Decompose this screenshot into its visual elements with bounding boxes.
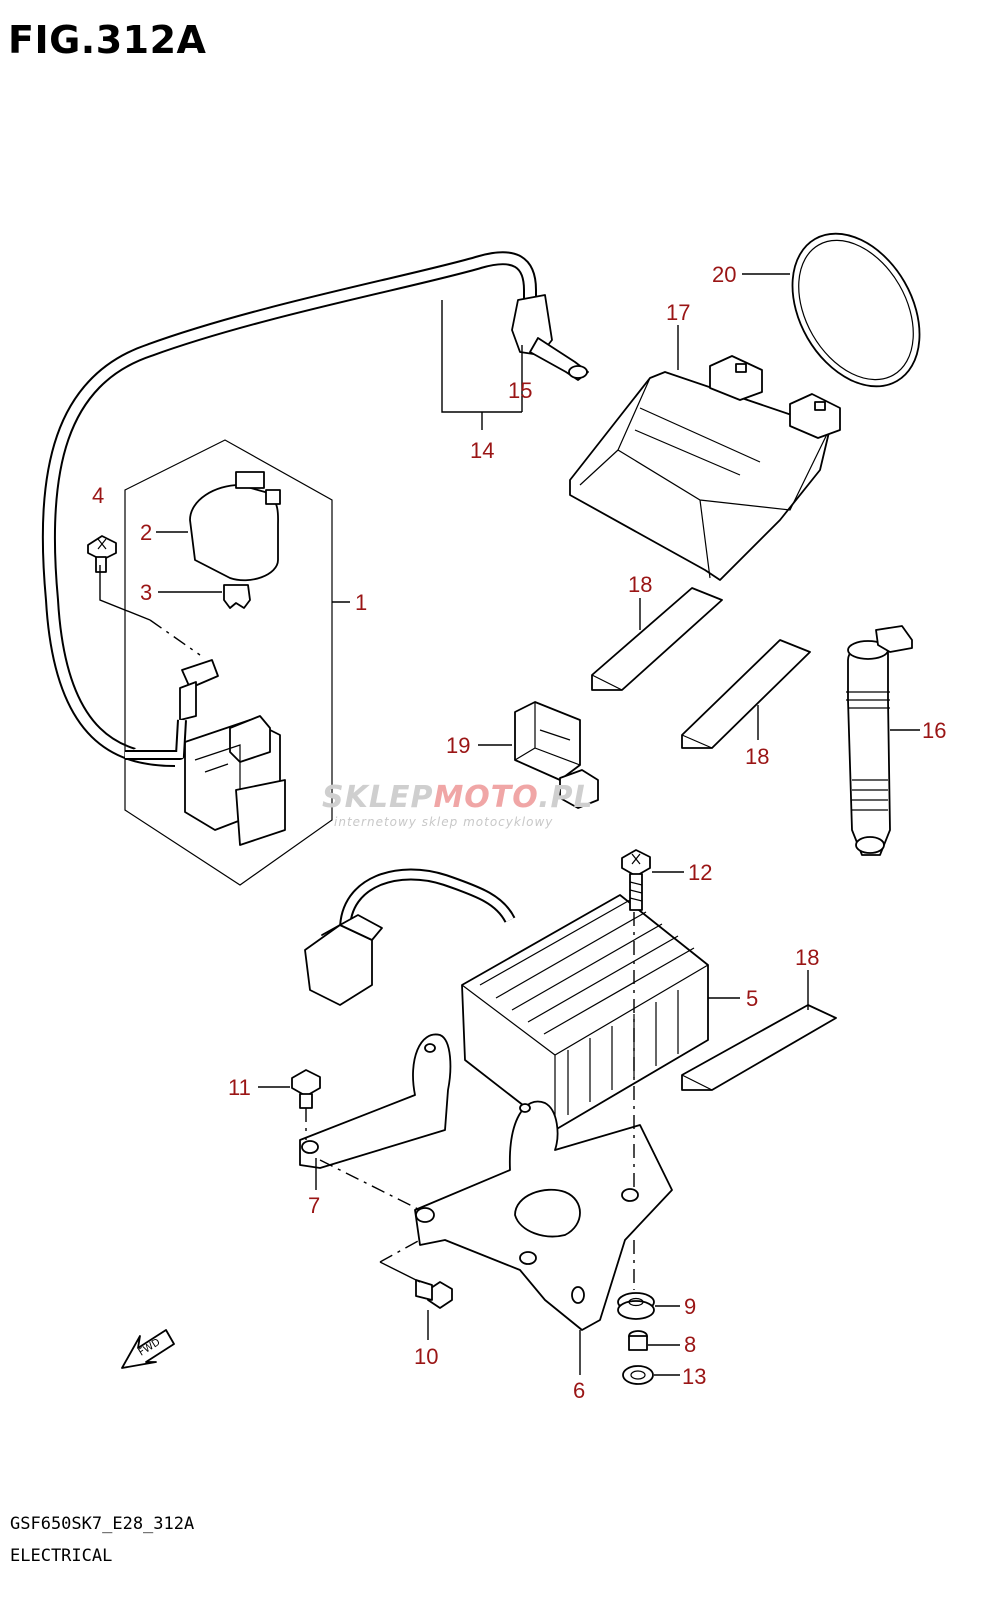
starter-relay-assembly bbox=[87, 439, 333, 886]
callout-14: 14 bbox=[470, 438, 494, 463]
callout-18a: 18 bbox=[628, 572, 652, 597]
mounting-brackets bbox=[299, 1033, 673, 1331]
callout-10: 10 bbox=[414, 1344, 438, 1369]
ecm-unit bbox=[569, 355, 841, 581]
connector bbox=[514, 701, 599, 809]
callout-17: 17 bbox=[666, 300, 690, 325]
callout-20: 20 bbox=[712, 262, 736, 287]
grommet-collar-nut bbox=[617, 1292, 655, 1385]
callout-18b: 18 bbox=[745, 744, 769, 769]
cushion-pads bbox=[591, 587, 837, 1091]
callout-6: 6 bbox=[573, 1378, 585, 1403]
callout-19: 19 bbox=[446, 733, 470, 758]
battery-cable bbox=[41, 251, 589, 767]
callout-18c: 18 bbox=[795, 945, 819, 970]
callout-9: 9 bbox=[684, 1294, 696, 1319]
bolt-11 bbox=[291, 1069, 321, 1109]
fwd-arrow: FWD bbox=[121, 1329, 175, 1369]
o-ring bbox=[791, 232, 921, 388]
callout-5: 5 bbox=[746, 986, 758, 1011]
callout-2: 2 bbox=[140, 520, 152, 545]
callout-3: 3 bbox=[140, 580, 152, 605]
bolt-12 bbox=[621, 849, 651, 911]
figure-title: FIG.312A bbox=[8, 18, 207, 62]
model-code: GSF650SK7_E28_312A bbox=[10, 1514, 195, 1534]
leader-lines bbox=[99, 273, 920, 1376]
callout-12: 12 bbox=[688, 860, 712, 885]
regulator-rectifier bbox=[304, 868, 709, 1131]
callout-1: 1 bbox=[355, 590, 367, 615]
callout-15: 15 bbox=[508, 378, 532, 403]
callout-labels: 1 2 3 4 5 6 7 8 9 10 11 12 13 14 15 16 1… bbox=[92, 262, 946, 1403]
bolt-10 bbox=[415, 1279, 453, 1309]
callout-4: 4 bbox=[92, 483, 104, 508]
section-name: ELECTRICAL bbox=[10, 1546, 113, 1566]
callout-16: 16 bbox=[922, 718, 946, 743]
callout-11: 11 bbox=[228, 1075, 251, 1100]
callout-13: 13 bbox=[682, 1364, 706, 1389]
callout-8: 8 bbox=[684, 1332, 696, 1357]
callout-7: 7 bbox=[308, 1193, 320, 1218]
ignition-coil bbox=[846, 625, 913, 856]
